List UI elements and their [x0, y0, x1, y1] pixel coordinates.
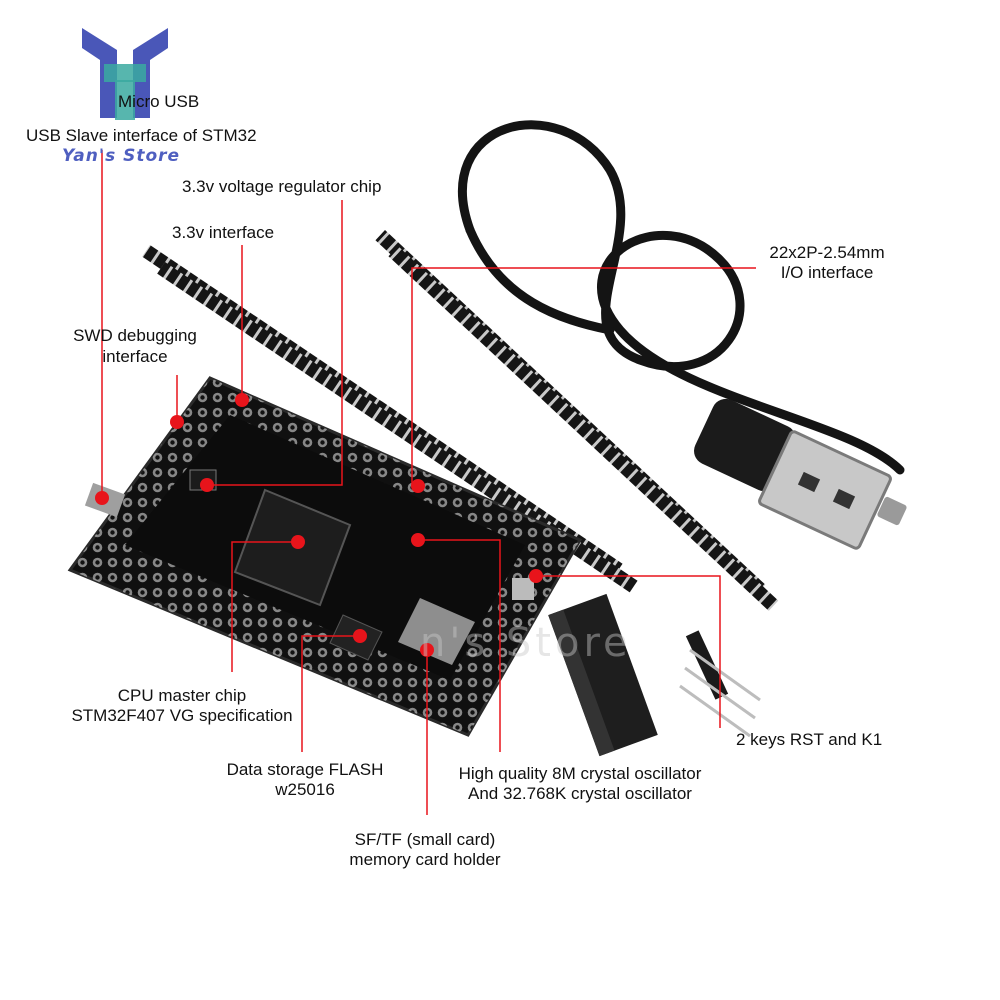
label-swd-line1: SWD debugging [73, 326, 197, 345]
label-regulator: 3.3v voltage regulator chip [182, 177, 382, 196]
label-micro-usb-desc: USB Slave interface of STM32 [26, 126, 257, 145]
label-flash-line1: Data storage FLASH [226, 760, 384, 779]
label-swd-line2: interface [102, 347, 168, 366]
label-io-line2: I/O interface [780, 263, 874, 282]
label-micro-usb-title: Micro USB [118, 92, 200, 111]
label-3v3-interface: 3.3v interface [172, 223, 275, 242]
label-io-line1: 22x2P-2.54mm [769, 243, 885, 262]
label-crystal-line2: And 32.768K crystal oscillator [468, 784, 692, 803]
watermark-text: n's Store [420, 620, 632, 666]
callout-dots [95, 393, 543, 657]
label-keys: 2 keys RST and K1 [736, 730, 883, 749]
store-name: Yan's Store [62, 146, 181, 166]
label-cpu-line2: STM32F407 VG specification [71, 706, 293, 725]
pin-header-strips [142, 230, 779, 611]
label-card-line1: SF/TF (small card) [354, 830, 496, 849]
female-header [548, 593, 658, 757]
usb-cable [458, 120, 907, 550]
label-flash-line2: w25016 [275, 780, 335, 799]
stm32-board [67, 376, 583, 737]
label-card-line2: memory card holder [349, 850, 501, 869]
label-cpu-line1: CPU master chip [117, 686, 247, 705]
store-logo [82, 28, 168, 120]
label-crystal-line1: High quality 8M crystal oscillator [458, 764, 702, 783]
